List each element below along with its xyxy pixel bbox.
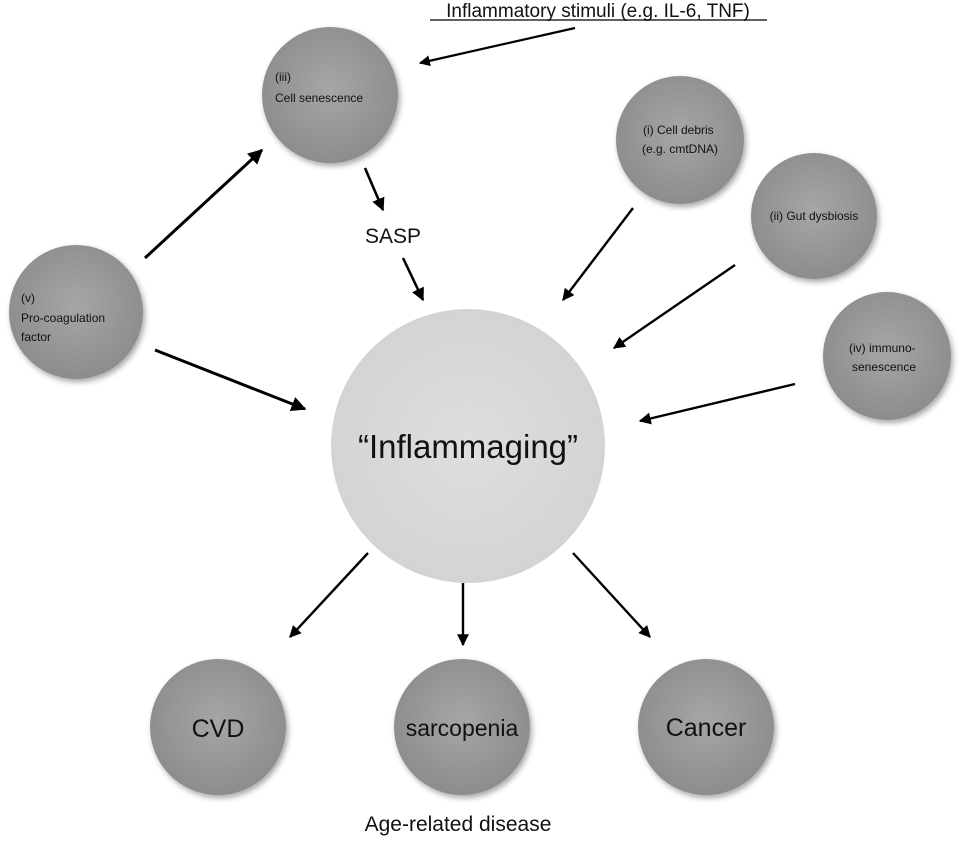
arrow-senescence-to-sasp bbox=[363, 167, 385, 212]
node-cell-debris: (i) Cell debris (e.g. cmtDNA) bbox=[616, 76, 744, 204]
svg-text:(iv) immuno- senescence: (iv) immuno- senescence bbox=[849, 341, 919, 374]
arrow-inflammaging-to-cvd bbox=[289, 552, 369, 638]
arrow-inflammaging-to-cancer bbox=[572, 552, 651, 638]
node-pro-coagulation: (v) Pro-coagulation factor bbox=[9, 245, 143, 379]
senescence-line-1: (iii) bbox=[275, 70, 291, 84]
node-cancer: Cancer bbox=[638, 659, 774, 795]
debris-line-2: (e.g. cmtDNA) bbox=[642, 142, 718, 156]
sasp-label: SASP bbox=[365, 225, 421, 248]
arrow-gut-to-inflammaging bbox=[613, 264, 736, 349]
age-related-disease-label: Age-related disease bbox=[365, 813, 552, 836]
procoag-line-2: Pro-coagulation bbox=[21, 311, 105, 325]
stimuli-label: Inflammatory stimuli (e.g. IL-6, TNF) bbox=[446, 1, 750, 22]
debris-line-1: (i) Cell debris bbox=[643, 123, 714, 137]
node-cvd: CVD bbox=[150, 659, 286, 795]
arrows bbox=[143, 26, 796, 647]
svg-text:(iii) Cell senescence: (iii) Cell senescence bbox=[275, 70, 363, 105]
cvd-label: CVD bbox=[192, 715, 245, 743]
senescence-line-2: Cell senescence bbox=[275, 91, 363, 105]
arrow-immuno-to-inflammaging bbox=[638, 382, 796, 425]
node-gut-dysbiosis: (ii) Gut dysbiosis bbox=[751, 153, 877, 279]
arrow-procoag-to-inflammaging bbox=[154, 348, 307, 412]
node-cell-senescence: (iii) Cell senescence bbox=[262, 27, 398, 163]
inflammaging-label: “Inflammaging” bbox=[358, 428, 578, 465]
immuno-line-1: (iv) immuno- bbox=[849, 341, 916, 355]
sarcopenia-label: sarcopenia bbox=[406, 715, 519, 741]
gut-line-1: (ii) Gut dysbiosis bbox=[770, 209, 859, 223]
node-immunosenescence: (iv) immuno- senescence bbox=[823, 292, 951, 420]
arrow-stimuli-to-senescence bbox=[418, 26, 576, 67]
arrow-procoag-to-senescence bbox=[143, 148, 264, 260]
svg-text:(v) Pro-coagulation: (v) Pro-coagulation factor bbox=[21, 291, 108, 344]
arrow-sasp-to-inflammaging bbox=[401, 257, 425, 302]
immuno-line-2: senescence bbox=[852, 360, 916, 374]
procoag-line-1: (v) bbox=[21, 291, 35, 305]
svg-text:(i) Cell debris (e.g. cm: (i) Cell debris (e.g. cmtDNA) bbox=[642, 123, 718, 156]
cancer-label: Cancer bbox=[666, 714, 747, 742]
node-inflammaging: “Inflammaging” bbox=[331, 309, 605, 583]
node-sarcopenia: sarcopenia bbox=[394, 659, 530, 795]
arrow-debris-to-inflammaging bbox=[562, 207, 634, 301]
procoag-line-3: factor bbox=[21, 330, 51, 344]
